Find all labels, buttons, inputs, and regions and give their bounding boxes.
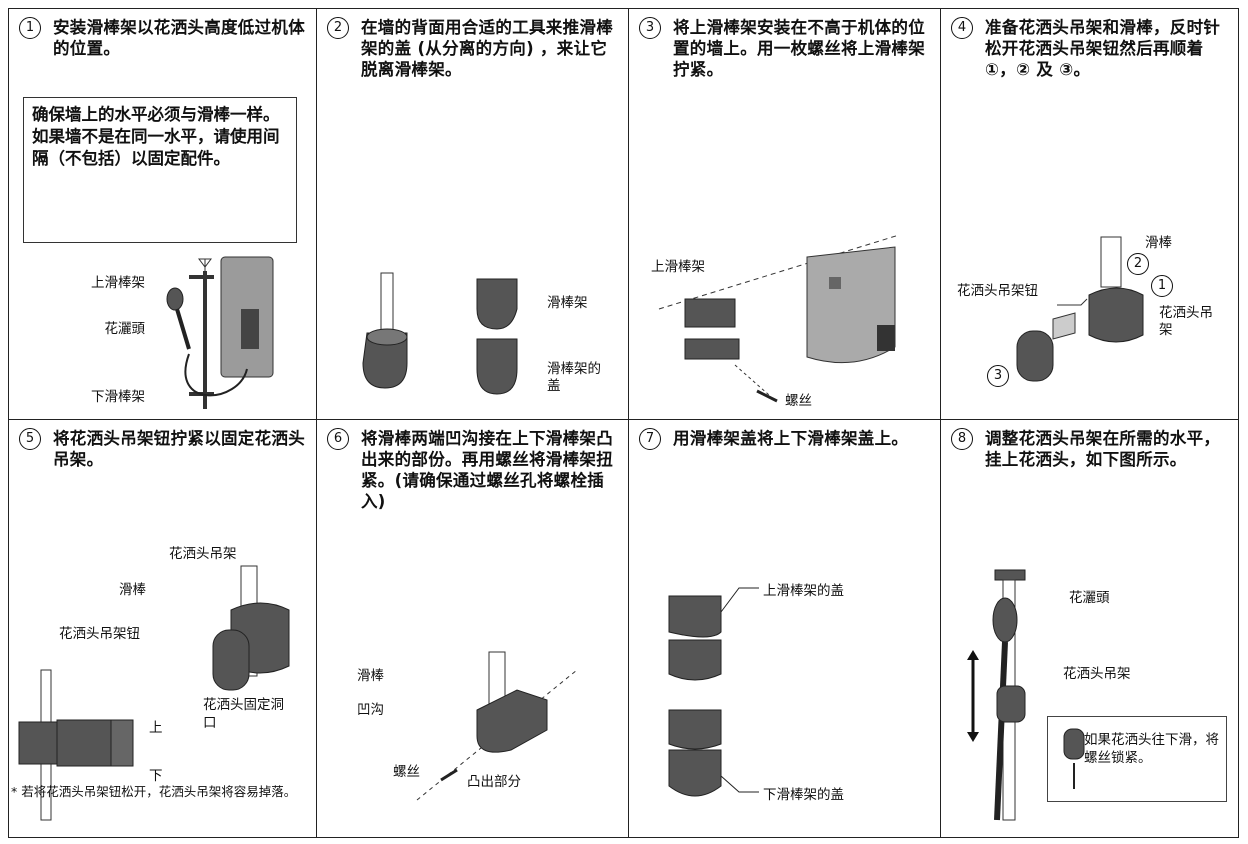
cover-attach-illustration	[668, 587, 759, 797]
heater-installation-illustration	[166, 256, 274, 409]
step-text: 安装滑棒架以花洒头高度低过机体的位置。	[53, 18, 305, 58]
step-5: 5 将花洒头吊架钮拧紧以固定花洒头吊架。 花洒头吊架 滑棒 花洒头吊架钮 花洒头…	[9, 420, 316, 839]
label-knob: 花洒头吊架钮	[59, 626, 140, 642]
step-4: 4 准备花洒头吊架和滑棒，反时针松开花洒头吊架钮然后再顺着 ①，② 及 ③。 滑…	[941, 9, 1240, 419]
step-number: 2	[327, 17, 349, 39]
step-1: 1 安装滑棒架以花洒头高度低过机体的位置。 确保墙上的水平必须与滑棒一样。如果墙…	[9, 9, 316, 419]
tip-inset: 如果花洒头往下滑，将螺丝锁紧。	[1047, 716, 1227, 802]
holder-cover-illustration	[362, 272, 518, 395]
label-hanger: 花洒头吊架	[1063, 666, 1131, 682]
label-hanger: 花洒头吊架	[169, 546, 237, 562]
callout-2: 2	[1127, 253, 1149, 275]
step-3: 3 将上滑棒架安装在不高于机体的位置的墙上。用一枚螺丝将上滑棒架拧紧。 上滑棒架…	[629, 9, 940, 419]
label-holder: 滑棒架	[547, 295, 588, 311]
step-number: 3	[639, 17, 661, 39]
label-bump: 凸出部分	[467, 774, 521, 790]
hanger-tighten-illustration	[18, 565, 290, 821]
label-bar: 滑棒	[357, 668, 384, 684]
note-box: 确保墙上的水平必须与滑棒一样。如果墙不是在同一水平，请使用间隔（不包括）以固定配…	[23, 97, 297, 243]
step-7: 7 用滑棒架盖将上下滑棒架盖上。 上滑棒架的盖 下滑棒架的盖	[629, 420, 940, 839]
step-text: 在墙的背面用合适的工具来推滑棒架的盖 (从分离的方向) ，来让它脱离滑棒架。	[361, 18, 613, 79]
step-8: 8 调整花洒头吊架在所需的水平，挂上花洒头，如下图所示。 花灑頭 花洒头吊架 如…	[941, 420, 1240, 839]
label-screw: 螺丝	[393, 764, 420, 780]
bar-groove-illustration	[416, 651, 578, 801]
screw-tighten-icon	[1063, 728, 1085, 789]
label-lower-holder: 下滑棒架	[91, 389, 145, 405]
step-number: 1	[19, 17, 41, 39]
divider	[940, 9, 941, 837]
step-text: 将滑棒两端凹沟接在上下滑棒架凸出来的部份。再用螺丝将滑棒架扭紧。(请确保通过螺丝…	[361, 429, 613, 511]
callout-1: 1	[1151, 275, 1173, 297]
footnote: * 若将花洒头吊架钮松开，花洒头吊架将容易掉落。	[11, 784, 297, 799]
divider	[316, 9, 317, 837]
label-bar: 滑棒	[119, 582, 146, 598]
step-number: 6	[327, 428, 349, 450]
step-6: 6 将滑棒两端凹沟接在上下滑棒架凸出来的部份。再用螺丝将滑棒架扭紧。(请确保通过…	[317, 420, 628, 839]
label-knob: 花洒头吊架钮	[957, 283, 1038, 299]
label-upper-holder: 上滑棒架	[651, 259, 705, 275]
wall-mount-illustration	[658, 234, 900, 403]
step-text: 将花洒头吊架钮拧紧以固定花洒头吊架。	[53, 429, 305, 469]
label-shower-head: 花灑頭	[1069, 590, 1110, 606]
tip-text: 如果花洒头往下滑，将螺丝锁紧。	[1084, 732, 1219, 766]
step-number: 7	[639, 428, 661, 450]
label-screw: 螺丝	[785, 393, 812, 409]
label-upper-holder: 上滑棒架	[91, 275, 145, 291]
step-2: 2 在墙的背面用合适的工具来推滑棒架的盖 (从分离的方向) ，来让它脱离滑棒架。…	[317, 9, 628, 419]
step-number: 8	[951, 428, 973, 450]
step-text: 准备花洒头吊架和滑棒，反时针松开花洒头吊架钮然后再顺着 ①，② 及 ③。	[985, 18, 1221, 79]
label-upper-cover: 上滑棒架的盖	[763, 583, 844, 599]
label-hole: 花洒头固定洞口	[203, 697, 284, 731]
step-number: 5	[19, 428, 41, 450]
step-number: 4	[951, 17, 973, 39]
callout-3: 3	[987, 365, 1009, 387]
label-shower-head: 花灑頭	[104, 321, 146, 337]
step-text: 用滑棒架盖将上下滑棒架盖上。	[673, 429, 909, 448]
label-up: 上	[149, 720, 163, 736]
hanger-assembly-illustration	[1016, 236, 1144, 382]
label-cover: 滑棒架的盖	[547, 361, 601, 394]
divider	[9, 419, 1238, 420]
label-lower-cover: 下滑棒架的盖	[763, 787, 844, 803]
final-adjust-illustration	[967, 569, 1026, 821]
label-groove: 凹沟	[357, 702, 384, 718]
divider	[628, 9, 629, 837]
step-text: 将上滑棒架安装在不高于机体的位置的墙上。用一枚螺丝将上滑棒架拧紧。	[673, 18, 925, 79]
step-text: 调整花洒头吊架在所需的水平，挂上花洒头，如下图所示。	[985, 429, 1221, 469]
label-bar: 滑棒	[1145, 235, 1172, 251]
instruction-grid: 1 安装滑棒架以花洒头高度低过机体的位置。 确保墙上的水平必须与滑棒一样。如果墙…	[8, 8, 1239, 838]
label-down: 下	[149, 768, 163, 784]
label-hanger: 花洒头吊架	[1159, 305, 1213, 338]
